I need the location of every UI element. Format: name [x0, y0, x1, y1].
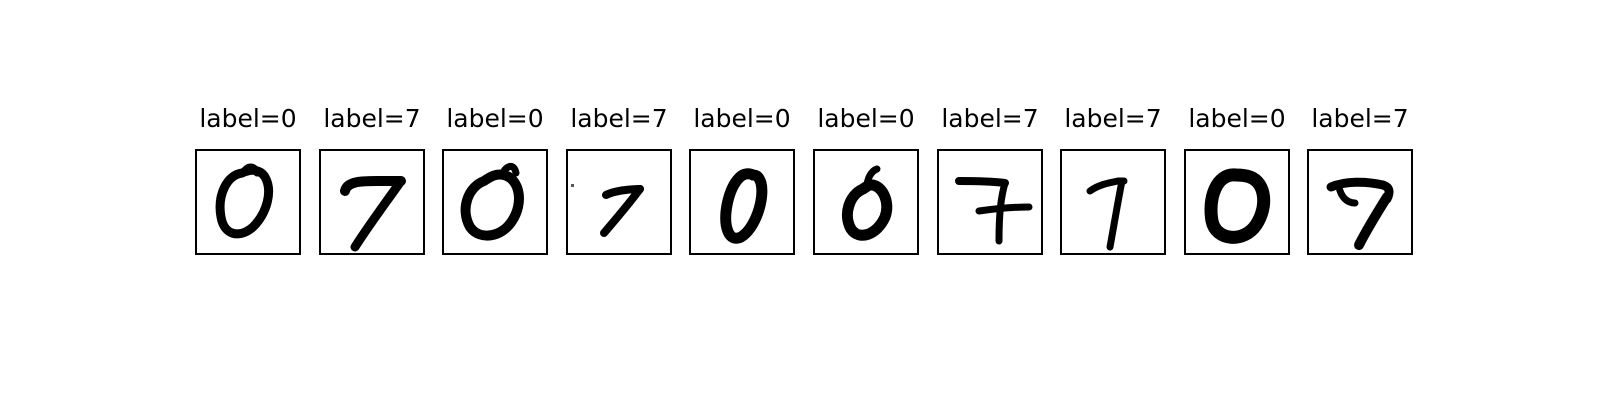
digit-seven-glyph	[1086, 177, 1128, 251]
panel-title: label=0	[446, 104, 544, 133]
panel-title: label=0	[817, 104, 915, 133]
panel-1: label=0	[195, 100, 301, 260]
panel-title: label=0	[693, 104, 791, 133]
panel-title: label=0	[1188, 104, 1286, 133]
panel-5: label=0	[689, 100, 795, 260]
digit-image	[1184, 149, 1290, 255]
panel-10: label=7	[1307, 100, 1413, 260]
digit-image	[1307, 149, 1413, 255]
digit-seven-glyph	[340, 176, 406, 252]
panel-title: label=7	[323, 104, 421, 133]
digit-image	[195, 149, 301, 255]
digit-seven-glyph	[955, 177, 1033, 245]
panel-8: label=7	[1060, 100, 1166, 260]
digit-image	[937, 149, 1043, 255]
panel-4: label=7	[566, 100, 672, 260]
digit-image	[1060, 149, 1166, 255]
panel-title: label=0	[199, 104, 297, 133]
panel-title: label=7	[1064, 104, 1162, 133]
panel-9: label=0	[1184, 100, 1290, 260]
digit-seven-glyph	[1326, 177, 1394, 250]
digit-image	[319, 149, 425, 255]
digit-zero-glyph	[842, 165, 893, 241]
digit-seven-glyph	[571, 184, 644, 237]
digit-zero-glyph	[460, 163, 524, 241]
digit-image	[566, 149, 672, 255]
digit-image	[813, 149, 919, 255]
panel-title: label=7	[941, 104, 1039, 133]
panel-title: label=7	[1311, 104, 1409, 133]
digit-zero-glyph	[720, 168, 768, 244]
panel-title: label=7	[570, 104, 668, 133]
digit-zero-glyph	[1204, 168, 1271, 244]
digit-zero-glyph	[215, 163, 273, 239]
digit-image	[442, 149, 548, 255]
panel-2: label=7	[319, 100, 425, 260]
digit-image	[689, 149, 795, 255]
panel-6: label=0	[813, 100, 919, 260]
panel-7: label=7	[937, 100, 1043, 260]
panel-3: label=0	[442, 100, 548, 260]
